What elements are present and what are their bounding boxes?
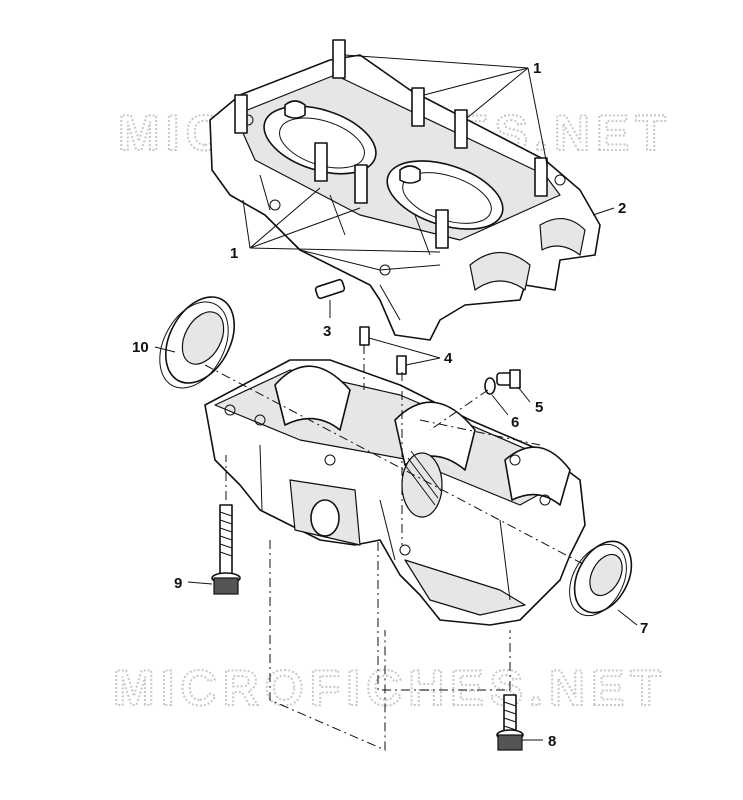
callout-2: 2 bbox=[618, 200, 626, 217]
callout-10: 10 bbox=[132, 339, 149, 356]
seal-part-7 bbox=[569, 540, 633, 617]
bolt-part-9 bbox=[211, 504, 241, 595]
callout-8: 8 bbox=[548, 733, 556, 750]
seal-part-10 bbox=[159, 296, 235, 389]
lower-crankcase bbox=[204, 359, 586, 626]
watermark-bottom: MICROFICHES.NET bbox=[113, 660, 667, 716]
callout-1-top: 1 bbox=[533, 60, 541, 77]
leader-lines-1 bbox=[242, 54, 548, 253]
callout-6: 6 bbox=[511, 414, 519, 431]
bolt-part-8 bbox=[496, 694, 524, 751]
callout-5: 5 bbox=[535, 399, 543, 416]
cylinder-studs bbox=[234, 39, 548, 249]
callout-9: 9 bbox=[174, 575, 182, 592]
alignment-lines bbox=[204, 345, 586, 751]
callout-4: 4 bbox=[444, 350, 453, 367]
screw-part-5 bbox=[496, 369, 521, 389]
callout-7: 7 bbox=[640, 620, 648, 637]
upper-crankcase bbox=[209, 54, 601, 341]
callout-3: 3 bbox=[323, 323, 331, 340]
fitting-part-3 bbox=[314, 278, 346, 318]
callout-1-bottom: 1 bbox=[230, 245, 238, 262]
